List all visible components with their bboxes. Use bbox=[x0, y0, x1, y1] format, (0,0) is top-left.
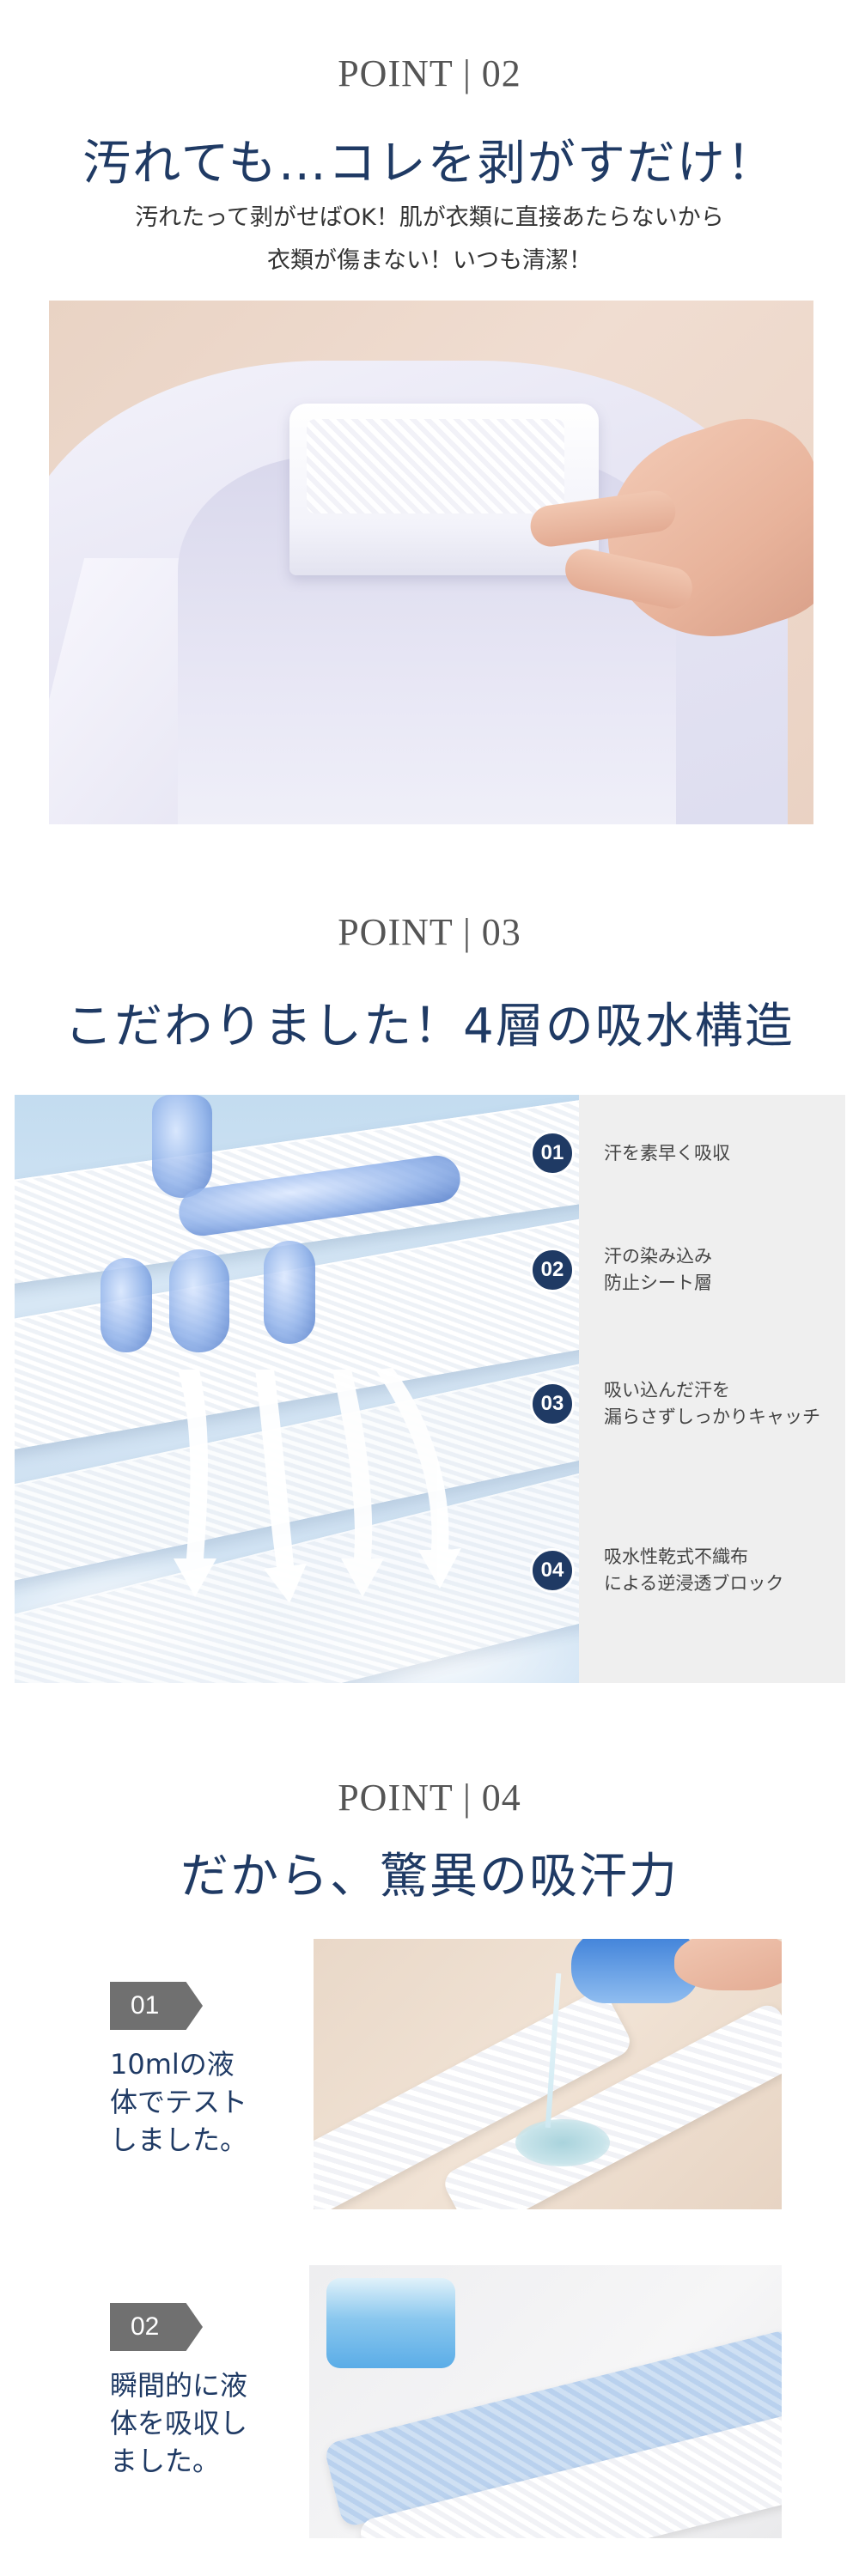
layer-step-text: 吸水性乾式不織布 による逆浸透ブロック bbox=[604, 1546, 784, 1594]
step-number-badge: 02 bbox=[530, 1248, 575, 1292]
point-02-label: POINT | 02 bbox=[338, 52, 521, 94]
layer-step-01: 01 汗を素早く吸収 bbox=[530, 1131, 845, 1176]
collar-peel-photo bbox=[49, 301, 813, 824]
layer-step-02: 02 汗の染み込み 防止シート層 bbox=[530, 1243, 845, 1297]
layer-step-04: 04 吸水性乾式不織布 による逆浸透ブロック bbox=[530, 1544, 845, 1597]
point-02-headline: 汚れても…コレを剥がすだけ！ bbox=[82, 136, 777, 191]
point-02-subtext-line-1: 汚れたって剥がせばOK！肌が衣類に直接あたらないから bbox=[135, 204, 724, 231]
test-02-description: 瞬間的に液 体を吸収し ました。 bbox=[110, 2369, 248, 2477]
test-01-description: 10mlの液 体でテスト しました。 bbox=[110, 2048, 248, 2156]
layer-step-text: 汗の染み込み 防止シート層 bbox=[604, 1246, 712, 1293]
point-04-headline: だから、驚異の吸汗力 bbox=[180, 1849, 679, 1905]
test-02-tag: 02 bbox=[110, 2303, 203, 2351]
point-03-headline: こだわりました！4層の吸水構造 bbox=[64, 999, 795, 1054]
layer-step-text: 汗を素早く吸収 bbox=[604, 1142, 730, 1163]
step-number-badge: 03 bbox=[530, 1382, 575, 1426]
test-01-tag: 01 bbox=[110, 1982, 203, 2030]
absorption-test-photo bbox=[309, 2265, 782, 2538]
point-04-label: POINT | 04 bbox=[338, 1777, 521, 1819]
arrow-down-icon bbox=[174, 1368, 461, 1603]
point-03-label: POINT | 03 bbox=[338, 911, 521, 953]
step-number-badge: 04 bbox=[530, 1548, 575, 1593]
liquid-test-photo bbox=[314, 1939, 782, 2209]
layer-structure-photo bbox=[15, 1095, 579, 1683]
layer-step-text: 吸い込んだ汗を 漏らさずしっかりキャッチ bbox=[604, 1380, 820, 1427]
point-02-subtext-line-2: 衣類が傷まない！いつも清潔！ bbox=[267, 247, 592, 274]
layer-step-03: 03 吸い込んだ汗を 漏らさずしっかりキャッチ bbox=[530, 1377, 845, 1431]
step-number-badge: 01 bbox=[530, 1131, 575, 1176]
absorption-layer-diagram: 01 汗を素早く吸収 02 汗の染み込み 防止シート層 03 吸い込んだ汗を 漏… bbox=[15, 1095, 845, 1683]
